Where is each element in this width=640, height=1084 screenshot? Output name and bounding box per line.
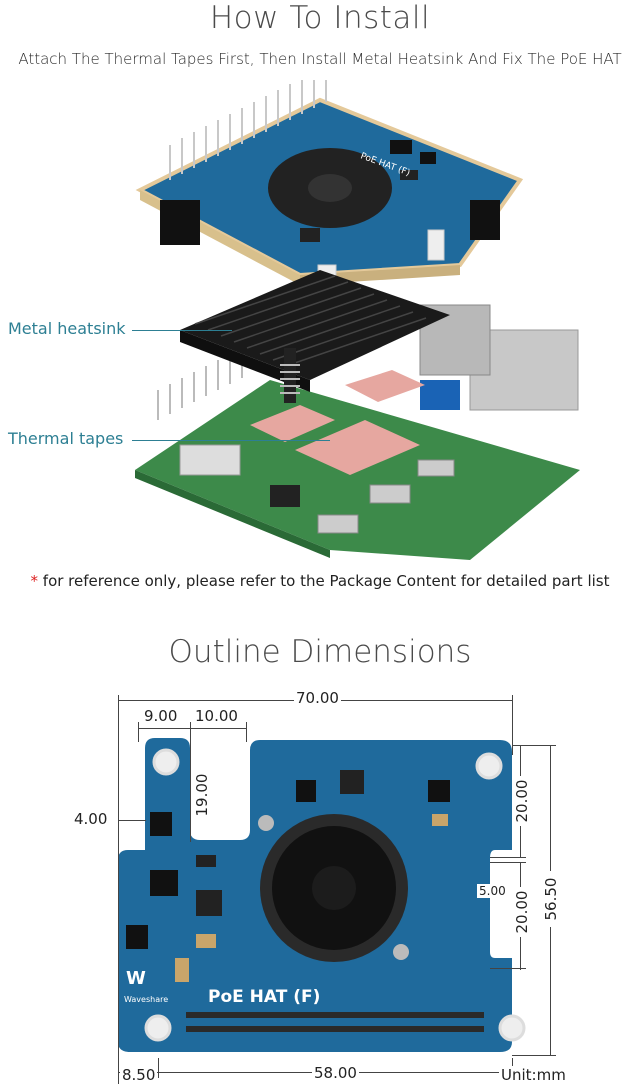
dim-total-width: 70.00 (294, 689, 341, 707)
dim-ext-top (512, 745, 556, 746)
dim-right-top: 20.00 (513, 776, 531, 826)
brand-text: Waveshare (124, 995, 168, 1004)
dim-ext-gap-top (490, 857, 526, 858)
dim-line-notch (190, 740, 191, 842)
dim-ext-bottom (512, 1055, 556, 1056)
install-subtitle: Attach The Thermal Tapes First, Then Ins… (18, 50, 622, 68)
dim-line-left-ab (138, 728, 246, 729)
install-title: How To Install (209, 0, 431, 36)
raspberry-pi-board (135, 304, 580, 560)
dim-bottom-span: 58.00 (312, 1064, 359, 1082)
outline-title: Outline Dimensions (168, 634, 472, 670)
dim-ext-bottom-left (158, 1058, 159, 1078)
dim-ext-left (118, 695, 119, 1084)
dim-right-gap: 5.00 (477, 884, 508, 898)
note-text: for reference only, please refer to the … (38, 572, 610, 590)
metal-heatsink (180, 270, 450, 403)
dim-ext-a (138, 722, 139, 742)
dim-ext-right (512, 695, 513, 755)
dim-notch-height: 19.00 (193, 770, 211, 820)
unit-label: Unit:mm (499, 1066, 568, 1084)
dim-ext-gap-bottom (490, 862, 526, 863)
exploded-assembly-illustration: PoE HAT (F) (135, 80, 580, 560)
dim-right-bottom: 20.00 (513, 887, 531, 937)
dim-bottom-left: 8.50 (120, 1066, 158, 1084)
metal-heatsink-label: Metal heatsink (8, 319, 126, 338)
dim-ext-right-bottom (490, 968, 526, 969)
metal-heatsink-leader (132, 330, 232, 331)
brand-logo: W (126, 968, 146, 989)
reference-note: * for reference only, please refer to th… (0, 572, 640, 590)
dim-left-a: 9.00 (142, 707, 180, 725)
dim-left-offset: 4.00 (72, 810, 110, 828)
thermal-tapes-label: Thermal tapes (8, 429, 124, 448)
dim-line-left-offset (118, 820, 146, 821)
poe-hat-board: PoE HAT (F) (135, 80, 524, 296)
dim-total-height: 56.50 (542, 871, 560, 927)
thermal-tapes-leader (132, 440, 330, 441)
board-name: PoE HAT (F) (208, 987, 320, 1007)
dim-left-b: 10.00 (193, 707, 240, 725)
note-star: * (30, 572, 39, 590)
dim-ext-ab (190, 722, 191, 742)
outline-board-drawing: W Waveshare PoE HAT (F) (118, 738, 526, 1052)
dim-ext-b (246, 722, 247, 742)
